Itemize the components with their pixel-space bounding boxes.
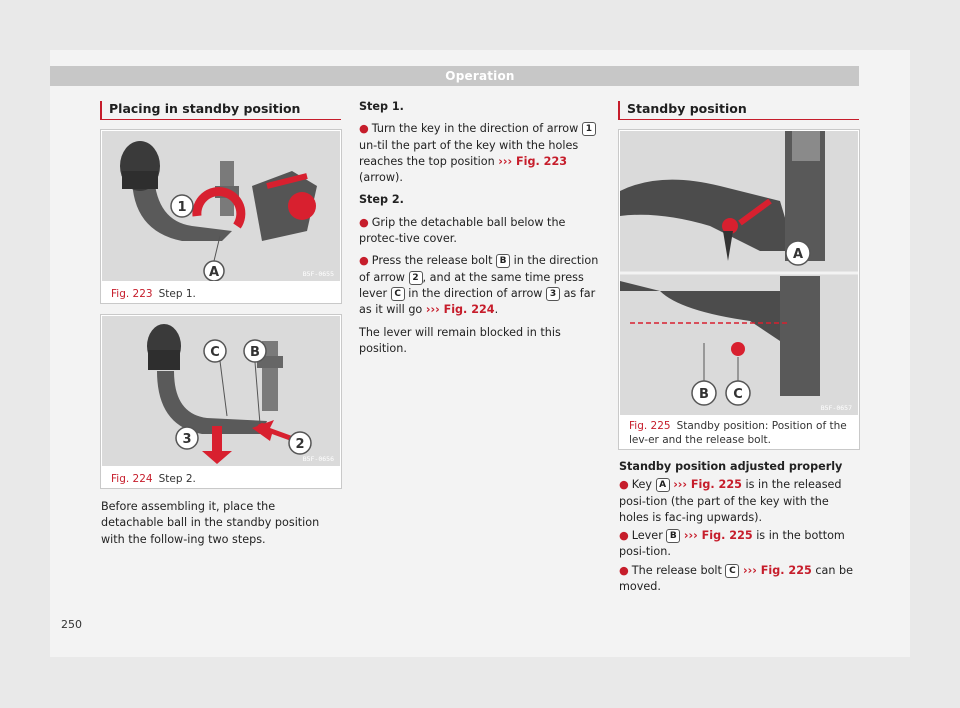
callout-A: A [209, 265, 219, 280]
callout-3: 3 [182, 432, 191, 447]
callout-badge: 3 [546, 286, 560, 301]
figure-link[interactable]: ››› Fig. 225 [683, 529, 753, 543]
callout-1: 1 [177, 200, 186, 215]
callout-badge: C [725, 563, 740, 578]
bullet-icon: ● [359, 254, 369, 268]
check-item-bolt: ●The release bolt C ››› Fig. 225 can be … [619, 563, 853, 594]
subheading: Standby position adjusted properly [619, 460, 843, 473]
figure-code: B5F-0657 [820, 404, 852, 412]
figure-caption-text: Step 2. [158, 473, 196, 485]
check-item-lever: ●Lever B ››› Fig. 225 is in the bottom p… [619, 529, 845, 559]
figure-link[interactable]: ››› Fig. 223 [498, 154, 568, 168]
step1-title: Step 1. [359, 100, 404, 113]
check-item-key: ●Key A ››› Fig. 225 is in the released p… [619, 478, 842, 524]
section-heading-right: Standby position [618, 101, 859, 120]
heading-accent [100, 101, 102, 119]
header-band [50, 66, 859, 86]
callout-B: B [699, 387, 709, 402]
figure-caption-text: Standby position: Position of the lev-er… [629, 420, 847, 446]
figure-number: Fig. 224 [111, 473, 153, 485]
closing-text: The lever will remain blocked in this po… [359, 325, 561, 355]
bullet-icon: ● [359, 122, 369, 136]
bullet-icon: ● [619, 563, 629, 577]
figure-224: C B 3 2 B5F-0656 Fig. 224 Step 2. [100, 314, 342, 489]
tow-hook-step1-illustration: 1 A [102, 131, 340, 281]
figure-link[interactable]: ››› Fig. 225 [673, 478, 742, 492]
figure-224-image: C B 3 2 B5F-0656 [102, 316, 340, 466]
callout-badge: C [390, 286, 405, 301]
callout-C: C [733, 387, 743, 402]
standby-check-list: Standby position adjusted properly ●Key … [619, 459, 859, 601]
callout-badge: B [666, 529, 681, 544]
callout-C: C [210, 345, 220, 360]
bullet-icon: ● [619, 478, 629, 492]
intro-paragraph: Before assembling it, place the detachab… [101, 500, 320, 546]
callout-badge: A [655, 478, 670, 493]
callout-badge: B [496, 254, 511, 269]
heading-accent [618, 101, 620, 119]
step1-bullet: ●Turn the key in the direction of arrow … [359, 121, 601, 186]
header-title: Operation [445, 69, 515, 83]
callout-2: 2 [295, 437, 304, 452]
step2-title: Step 2. [359, 193, 404, 207]
tow-hook-step2-illustration: C B 3 2 [102, 316, 340, 466]
step2-bullet-1: ●Grip the detachable ball below the prot… [359, 215, 566, 246]
section-heading-left: Placing in standby position [100, 101, 341, 120]
figure-caption: Fig. 224 Step 2. [111, 473, 196, 485]
figure-link[interactable]: ››› Fig. 224 [425, 303, 495, 317]
figure-code: B5F-0655 [302, 270, 334, 278]
figure-caption: Fig. 223 Step 1. [111, 288, 196, 300]
callout-badge: 1 [581, 122, 596, 137]
figure-number: Fig. 225 [629, 420, 671, 432]
tow-hook-standby-illustration: A B C [620, 131, 858, 415]
page-number: 250 [61, 618, 82, 631]
figure-link[interactable]: ››› Fig. 225 [743, 563, 812, 577]
callout-badge: 2 [408, 270, 423, 285]
figure-caption-text: Step 1. [158, 288, 196, 300]
bullet-icon: ● [359, 215, 369, 229]
figure-number: Fig. 223 [111, 288, 153, 300]
steps-column: Step 1. ●Turn the key in the direction o… [359, 99, 601, 363]
callout-B: B [250, 345, 260, 360]
bullet-icon: ● [619, 529, 629, 543]
figure-223: 1 A B5F-0655 Fig. 223 Step 1. [100, 129, 342, 304]
figure-code: B5F-0656 [302, 455, 334, 463]
callout-A: A [793, 247, 803, 262]
figure-223-image: 1 A B5F-0655 [102, 131, 340, 281]
figure-225-image: A B C B5F-0657 [620, 131, 858, 415]
step2-bullet-2: ●Press the release bolt B in the directi… [359, 254, 599, 317]
